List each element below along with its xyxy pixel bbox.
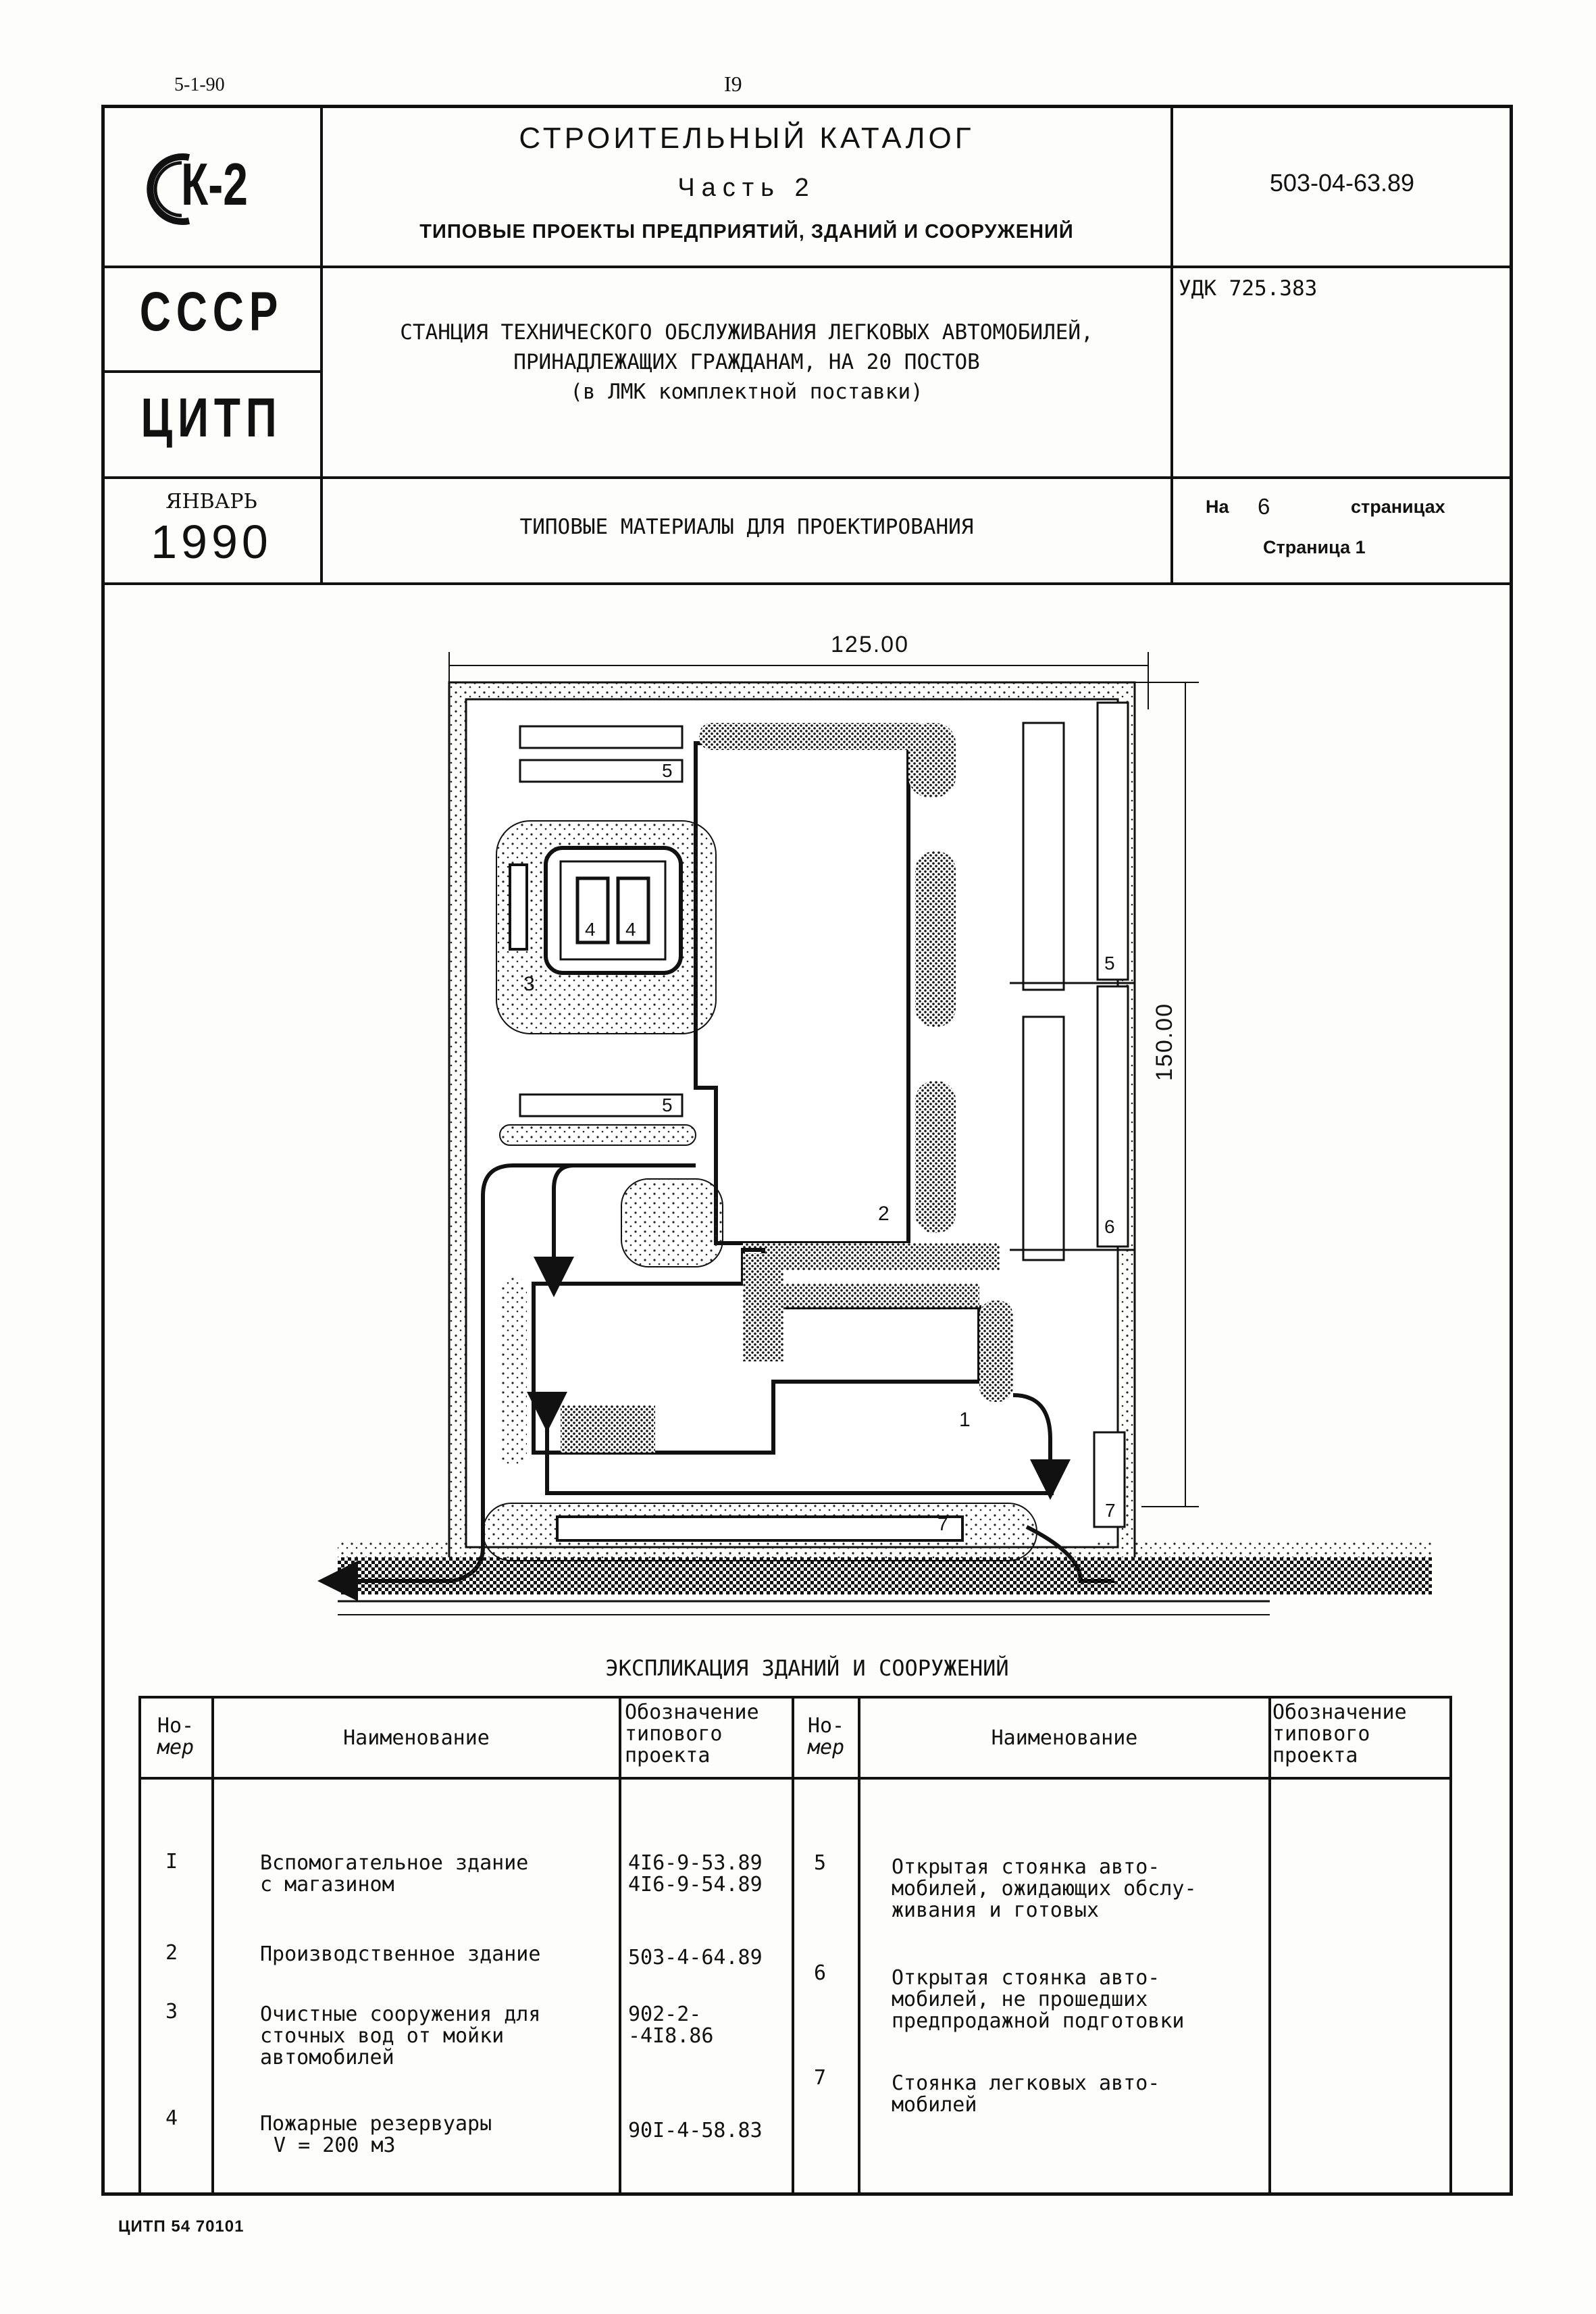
row-1-num: I xyxy=(165,1850,178,1873)
header-code-r2: типового xyxy=(1272,1722,1370,1746)
plan-label-4a: 4 xyxy=(585,919,596,940)
plan-label-1: 1 xyxy=(959,1409,971,1431)
stamp-line xyxy=(101,476,1513,479)
pages-suffix: страницах xyxy=(1351,497,1445,517)
table-col-line xyxy=(619,1696,621,2196)
row-1-code: 4I6-9-53.89 xyxy=(628,1851,763,1875)
table-col-line xyxy=(858,1696,860,2196)
height-dimension xyxy=(1135,682,1199,1507)
pages-prefix: На xyxy=(1206,497,1229,517)
row-3-code: 902-2- xyxy=(628,2003,702,2026)
header-code-l1: Обозначение xyxy=(625,1701,759,1724)
footer-code: ЦИТП 54 70101 xyxy=(118,2217,244,2236)
table-col-line xyxy=(211,1696,214,2196)
catalog-title: СТРОИТЕЛЬНЫЙ КАТАЛОГ xyxy=(519,122,975,155)
table-col-line xyxy=(1268,1696,1271,2196)
plan-label-3: 3 xyxy=(523,973,535,995)
plan-label-5b: 5 xyxy=(662,1095,673,1115)
header-num-l2: мер xyxy=(157,1736,195,1759)
materials-title: ТИПОВЫЕ МАТЕРИАЛЫ ДЛЯ ПРОЕКТИРОВАНИЯ xyxy=(519,515,974,539)
row-6-num: 6 xyxy=(814,1961,827,1985)
issue-year: 1990 xyxy=(151,515,272,568)
row-4-code: 90I-4-58.83 xyxy=(628,2119,763,2142)
stamp-line xyxy=(1170,105,1173,584)
row-4-name: V = 200 м3 xyxy=(274,2134,396,2157)
k2-logo-icon xyxy=(147,153,190,225)
stamp-line xyxy=(101,370,321,373)
stamp-line xyxy=(101,582,1513,585)
row-1-name: Вспомогательное здание xyxy=(260,1851,529,1875)
row-1-name: с магазином xyxy=(260,1873,394,1896)
stamp-line xyxy=(101,266,1513,268)
header-name: Наименование xyxy=(343,1726,490,1750)
header-code-l3: проекта xyxy=(625,1744,711,1767)
page-number-top: I9 xyxy=(724,72,742,96)
table-header-line xyxy=(138,1777,1452,1780)
stamp-line xyxy=(320,105,323,584)
header-code-r1: Обозначение xyxy=(1272,1701,1407,1724)
row-2-code: 503-4-64.89 xyxy=(628,1946,763,1969)
row-7-num: 7 xyxy=(814,2066,827,2090)
plan-label-6: 6 xyxy=(1104,1216,1115,1237)
catalog-subtitle: ТИПОВЫЕ ПРОЕКТЫ ПРЕДПРИЯТИЙ, ЗДАНИЙ И СО… xyxy=(419,221,1074,243)
row-3-name: Очистные сооружения для xyxy=(260,2003,541,2026)
explication-title: ЭКСПЛИКАЦИЯ ЗДАНИЙ И СООРУЖЕНИЙ xyxy=(605,1655,1009,1681)
header-num-r1: Но- xyxy=(807,1714,845,1738)
header-code-l2: типового xyxy=(625,1722,723,1746)
row-6-name: Открытая стоянка авто- xyxy=(892,1966,1160,1990)
row-6-name: предпродажной подготовки xyxy=(892,2009,1185,2033)
org-name: ЦИТП xyxy=(140,387,282,449)
row-2-name: Производственное здание xyxy=(260,1942,541,1966)
project-title-line2: ПРИНАДЛЕЖАЩИХ ГРАЖДАНАМ, НА 20 ПОСТОВ xyxy=(513,350,980,374)
plan-label-2: 2 xyxy=(878,1203,890,1225)
header-name-right: Наименование xyxy=(991,1726,1138,1750)
pages-count: 6 xyxy=(1258,494,1270,519)
header-num-r2: мер xyxy=(807,1736,845,1759)
row-6-name: мобилей, не прошедших xyxy=(892,1988,1148,2011)
table-col-line xyxy=(792,1696,794,2196)
page-label: Страница 1 xyxy=(1263,537,1366,557)
row-5-name: живания и готовых xyxy=(892,1898,1100,1922)
row-4-num: 4 xyxy=(165,2107,178,2130)
row-3-num: 3 xyxy=(165,2000,178,2023)
row-5-name: Открытая стоянка авто- xyxy=(892,1855,1160,1879)
row-3-code: -4I8.86 xyxy=(628,2024,714,2048)
row-5-name: мобилей, ожидающих обслу- xyxy=(892,1877,1197,1901)
plan-label-5a: 5 xyxy=(662,760,673,781)
row-3-name: сточных вод от мойки xyxy=(260,2024,505,2048)
doc-code-top: 5-1-90 xyxy=(174,74,225,95)
issue-month: ЯНВАРЬ xyxy=(165,490,257,513)
udk: УДК 725.383 xyxy=(1179,276,1318,301)
org-country: СССР xyxy=(139,281,284,343)
row-1-code: 4I6-9-54.89 xyxy=(628,1873,763,1896)
project-title-line1: СТАНЦИЯ ТЕХНИЧЕСКОГО ОБСЛУЖИВАНИЯ ЛЕГКОВ… xyxy=(400,320,1093,345)
explication-table xyxy=(138,1696,1452,2196)
plan-label-5c: 5 xyxy=(1104,953,1115,974)
row-4-name: Пожарные резервуары xyxy=(260,2112,492,2136)
project-title-line3: (в ЛМК комплектной поставки) xyxy=(570,380,923,404)
row-3-name: автомобилей xyxy=(260,2046,394,2069)
dimension-height-label: 150.00 xyxy=(1152,1003,1177,1081)
project-code: 503-04-63.89 xyxy=(1269,169,1415,197)
plan-label-4b: 4 xyxy=(625,919,636,940)
row-5-num: 5 xyxy=(814,1851,827,1875)
row-7-name: Стоянка легковых авто- xyxy=(892,2071,1160,2095)
row-7-name: мобилей xyxy=(892,2093,977,2117)
plan-label-7b: 7 xyxy=(1105,1500,1116,1521)
header-num-l1: Но- xyxy=(157,1714,195,1738)
plan-label-7a: 7 xyxy=(937,1513,948,1534)
logo-text: К-2 xyxy=(181,151,248,218)
row-2-num: 2 xyxy=(165,1941,178,1965)
catalog-part: Часть 2 xyxy=(677,174,816,202)
header-code-r3: проекта xyxy=(1272,1744,1358,1767)
dimension-width-label: 125.00 xyxy=(831,632,909,657)
